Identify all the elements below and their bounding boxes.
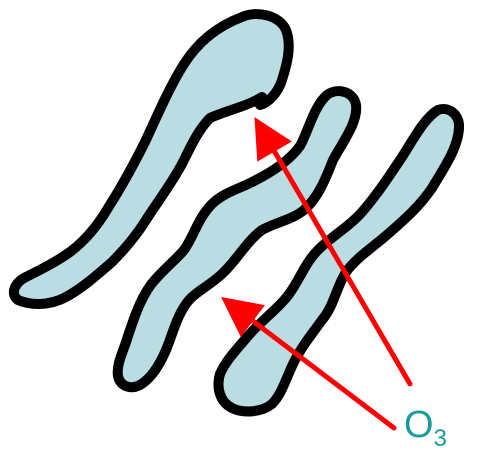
ozone-label-text: O (404, 404, 434, 446)
ozone-label-subscript: 3 (434, 425, 447, 452)
ozone-label: O3 (404, 406, 447, 451)
fiber-left (14, 14, 289, 304)
